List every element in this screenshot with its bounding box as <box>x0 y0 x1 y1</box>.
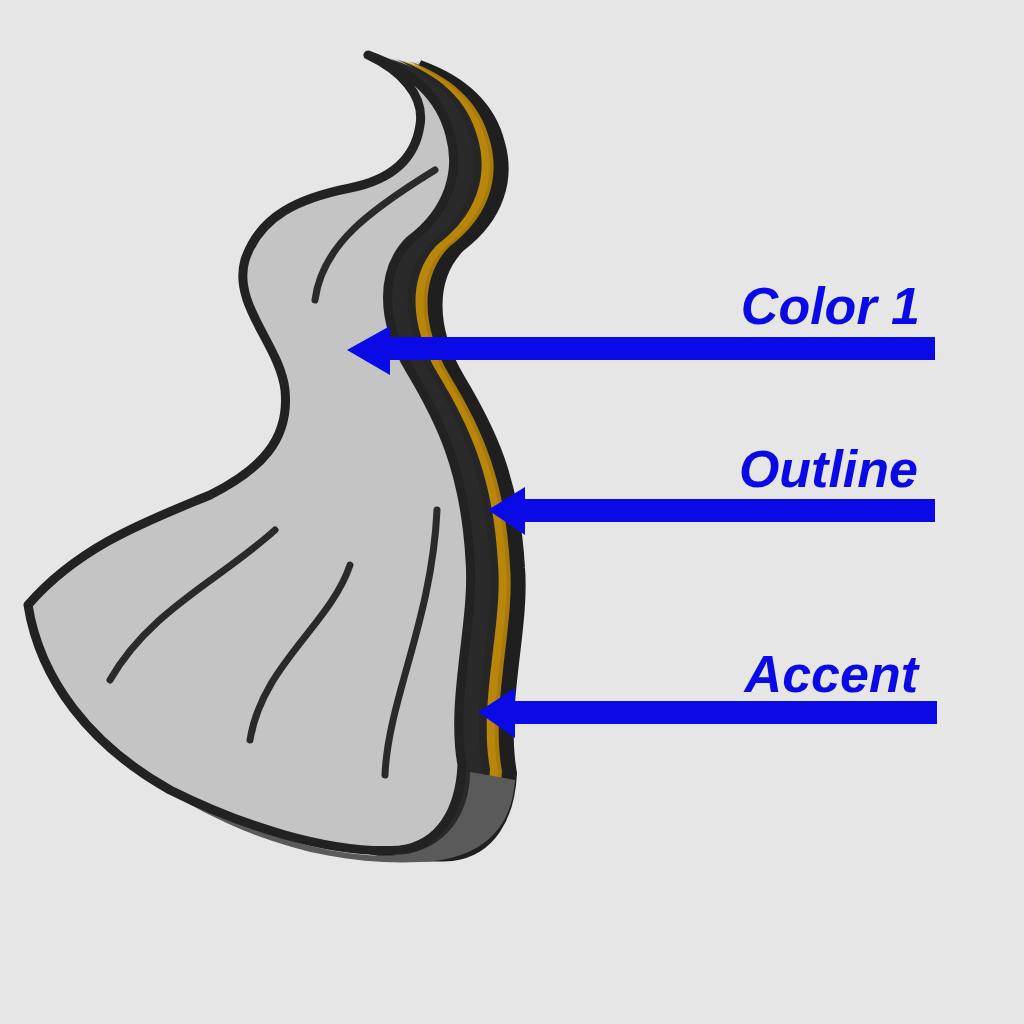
callout-label: Accent <box>745 648 918 700</box>
fold-strokes <box>110 170 437 775</box>
front-face <box>28 55 471 851</box>
leader-arrows <box>347 326 937 738</box>
callout-label: Color 1 <box>741 280 920 332</box>
callout-label: Outline <box>739 443 918 495</box>
